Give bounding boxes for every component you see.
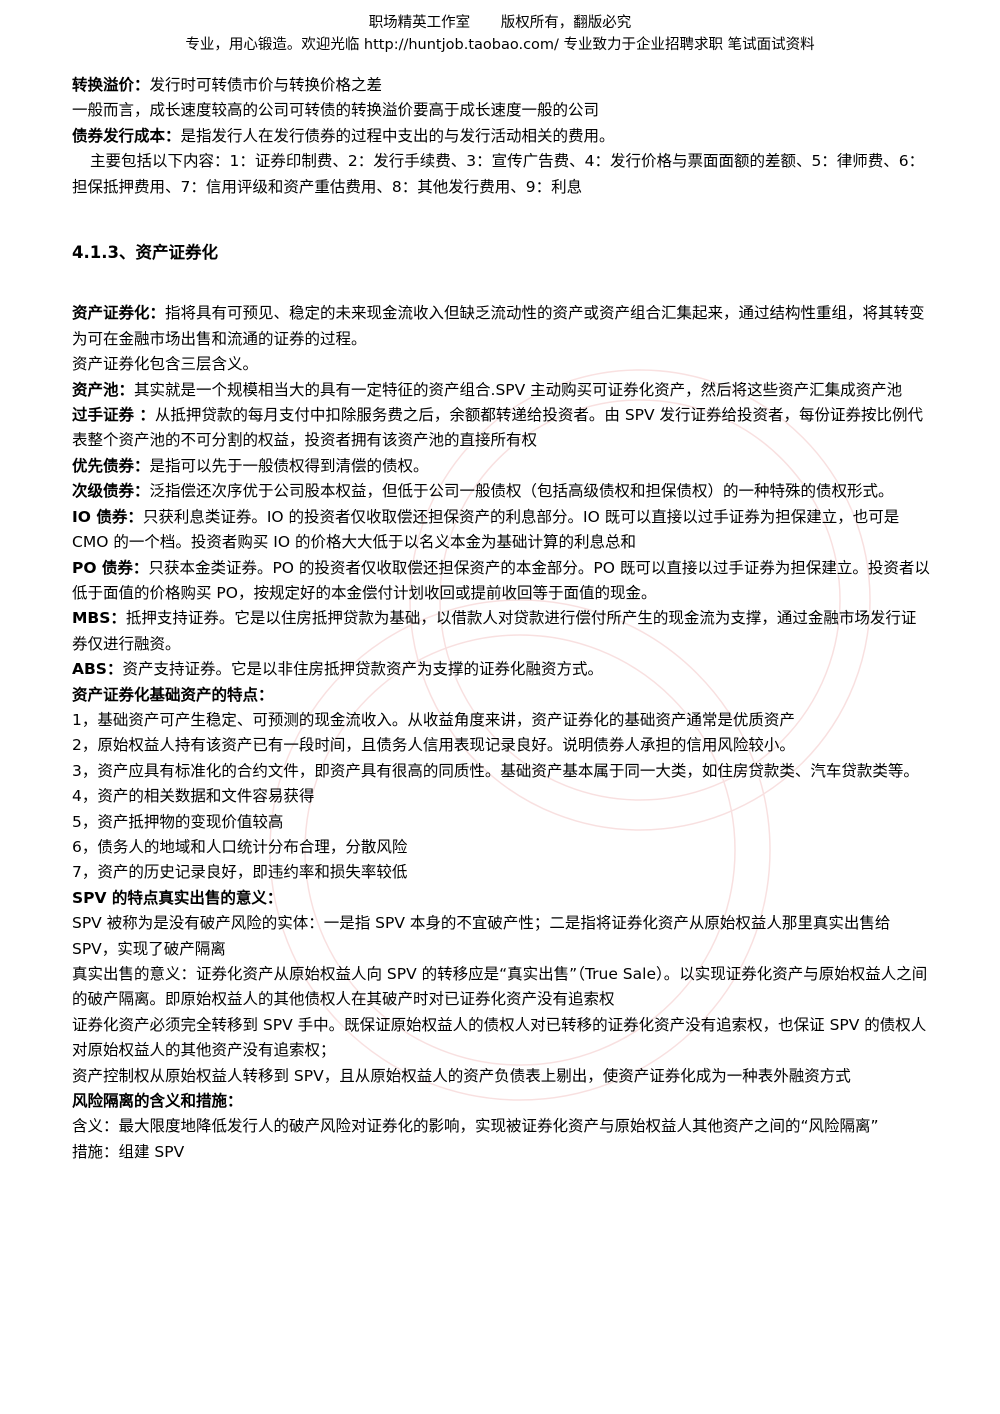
section-heading: 4.1.3、资产证券化 xyxy=(72,243,218,263)
paragraph-text: SPV 被称为是没有破产风险的实体：一是指 SPV 本身的不宜破产性；二是指将证… xyxy=(72,914,891,958)
term-label: PO 债券： xyxy=(72,558,149,577)
paragraph-text: 7，资产的历史记录良好，即违约率和损失率较低 xyxy=(72,863,408,882)
paragraph: IO 债券：只获利息类证券。IO 的投资者仅收取偿还担保资产的利息部分。IO 既… xyxy=(72,505,930,556)
term-label: 优先债券： xyxy=(72,456,150,475)
paragraph-text: 真实出售的意义：证券化资产从原始权益人向 SPV 的转移应是“真实出售”（Tru… xyxy=(72,965,928,1009)
paragraph: 资产证券化基础资产的特点： xyxy=(72,683,930,708)
paragraph-text: 是指发行人在发行债券的过程中支出的与发行活动相关的费用。 xyxy=(180,126,615,145)
paragraph-text: 6，债务人的地域和人口统计分布合理，分散风险 xyxy=(72,837,408,856)
paragraph-text: 资产控制权从原始权益人转移到 SPV，且从原始权益人的资产负债表上剔出，使资产证… xyxy=(72,1066,851,1085)
paragraph: 一般而言，成长速度较高的公司可转债的转换溢价要高于成长速度一般的公司 xyxy=(72,98,930,123)
term-label: 债券发行成本： xyxy=(72,126,181,145)
paragraph-text: 证券化资产必须完全转移到 SPV 手中。既保证原始权益人的债权人对已转移的证券化… xyxy=(72,1015,927,1060)
term-label: IO 债券： xyxy=(72,507,143,526)
paragraph: 资产证券化：指将具有可预见、稳定的未来现金流收入但缺乏流动性的资产或资产组合汇集… xyxy=(72,301,930,352)
term-label: 资产证券化基础资产的特点： xyxy=(72,685,274,704)
securitization-block: 资产证券化：指将具有可预见、稳定的未来现金流收入但缺乏流动性的资产或资产组合汇集… xyxy=(72,301,930,1165)
paragraph-text: 只获利息类证券。IO 的投资者仅收取偿还担保资产的利息部分。IO 既可以直接以过… xyxy=(72,507,900,552)
paragraph: 4，资产的相关数据和文件容易获得 xyxy=(72,784,930,809)
paragraph-text: 抵押支持证券。它是以住房抵押贷款为基础，以借款人对贷款进行偿付所产生的现金流为支… xyxy=(72,609,917,653)
header-line-1: 职场精英工作室 版权所有，翻版必究 xyxy=(0,12,1000,34)
paragraph: 风险隔离的含义和措施： xyxy=(72,1089,930,1114)
paragraph: 主要包括以下内容：1：证券印制费、2：发行手续费、3：宣传广告费、4：发行价格与… xyxy=(72,149,930,200)
paragraph-text: 是指可以先于一般债权得到清偿的债权。 xyxy=(149,456,429,475)
paragraph-text: 含义：最大限度地降低发行人的破产风险对证券化的影响，实现被证券化资产与原始权益人… xyxy=(72,1117,879,1136)
paragraph-text: 只获本金类证券。PO 的投资者仅收取偿还担保资产的本金部分。PO 既可以直接以过… xyxy=(72,558,930,602)
paragraph-text: 发行时可转债市价与转换价格之差 xyxy=(149,76,383,94)
paragraph: 债券发行成本：是指发行人在发行债券的过程中支出的与发行活动相关的费用。 xyxy=(72,124,930,149)
paragraph: 转换溢价：发行时可转债市价与转换价格之差 xyxy=(72,73,930,98)
paragraph-text: 其实就是一个规模相当大的具有一定特征的资产组合.SPV 主动购买可证券化资产，然… xyxy=(134,380,903,399)
paragraph: 真实出售的意义：证券化资产从原始权益人向 SPV 的转移应是“真实出售”（Tru… xyxy=(72,962,930,1013)
paragraph: 含义：最大限度地降低发行人的破产风险对证券化的影响，实现被证券化资产与原始权益人… xyxy=(72,1114,930,1139)
copyright-notice: 版权所有，翻版必究 xyxy=(500,15,632,31)
paragraph: 措施：组建 SPV xyxy=(72,1140,930,1165)
header-tagline: 专业，用心锻造。欢迎光临 http://huntjob.taobao.com/ … xyxy=(185,37,815,53)
paragraph: 1，基础资产可产生稳定、可预测的现金流收入。从收益角度来讲，资产证券化的基础资产… xyxy=(72,708,930,733)
term-label: 资产证券化： xyxy=(72,304,166,323)
paragraph: MBS：抵押支持证券。它是以住房抵押贷款为基础，以借款人对贷款进行偿付所产生的现… xyxy=(72,606,930,657)
term-label: SPV 的特点真实出售的意义： xyxy=(72,888,283,907)
paragraph-text: 泛指偿还次序优于公司股本权益，但低于公司一般债权（包括高级债权和担保债权）的一种… xyxy=(149,482,894,501)
paragraph: PO 债券：只获本金类证券。PO 的投资者仅收取偿还担保资产的本金部分。PO 既… xyxy=(72,556,930,607)
paragraph-text: 3，资产应具有标准化的合约文件，即资产具有很高的同质性。基础资产基本属于同一大类… xyxy=(72,761,919,780)
term-label: 过手证券 ： xyxy=(72,406,155,425)
paragraph: SPV 的特点真实出售的意义： xyxy=(72,886,930,911)
paragraph: SPV 被称为是没有破产风险的实体：一是指 SPV 本身的不宜破产性；二是指将证… xyxy=(72,911,930,962)
paragraph-text: 措施：组建 SPV xyxy=(72,1142,185,1161)
paragraph-text: 指将具有可预见、稳定的未来现金流收入但缺乏流动性的资产或资产组合汇集起来，通过结… xyxy=(72,304,925,348)
paragraph: 证券化资产必须完全转移到 SPV 手中。既保证原始权益人的债权人对已转移的证券化… xyxy=(72,1013,930,1064)
paragraph-text: 资产证券化包含三层含义。 xyxy=(72,355,259,374)
paragraph: 过手证券 ：从抵押贷款的每月支付中扣除服务费之后，余额都转递给投资者。由 SPV… xyxy=(72,403,930,454)
intro-block: 转换溢价：发行时可转债市价与转换价格之差一般而言，成长速度较高的公司可转债的转换… xyxy=(72,73,930,200)
paragraph-text: 1，基础资产可产生稳定、可预测的现金流收入。从收益角度来讲，资产证券化的基础资产… xyxy=(72,710,795,729)
paragraph: 5，资产抵押物的变现价值较高 xyxy=(72,810,930,835)
paragraph-text: 4，资产的相关数据和文件容易获得 xyxy=(72,787,315,806)
paragraph: 次级债券：泛指偿还次序优于公司股本权益，但低于公司一般债权（包括高级债权和担保债… xyxy=(72,479,930,504)
paragraph-text: 2，原始权益人持有该资产已有一段时间，且债务人信用表现记录良好。说明债券人承担的… xyxy=(72,736,795,755)
paragraph: 2，原始权益人持有该资产已有一段时间，且债务人信用表现记录良好。说明债券人承担的… xyxy=(72,733,930,758)
document-body: 转换溢价：发行时可转债市价与转换价格之差一般而言，成长速度较高的公司可转债的转换… xyxy=(72,73,930,1165)
paragraph: ABS：资产支持证券。它是以非住房抵押贷款资产为支撑的证券化融资方式。 xyxy=(72,657,930,682)
paragraph-text: 主要包括以下内容：1：证券印制费、2：发行手续费、3：宣传广告费、4：发行价格与… xyxy=(72,152,925,196)
paragraph: 资产证券化包含三层含义。 xyxy=(72,352,930,377)
paragraph: 资产控制权从原始权益人转移到 SPV，且从原始权益人的资产负债表上剔出，使资产证… xyxy=(72,1064,930,1089)
paragraph-text: 资产支持证券。它是以非住房抵押贷款资产为支撑的证券化融资方式。 xyxy=(122,660,603,679)
paragraph: 优先债券：是指可以先于一般债权得到清偿的债权。 xyxy=(72,454,930,479)
term-label: 风险隔离的含义和措施： xyxy=(72,1092,243,1111)
paragraph: 7，资产的历史记录良好，即违约率和损失率较低 xyxy=(72,860,930,885)
paragraph: 资产池：其实就是一个规模相当大的具有一定特征的资产组合.SPV 主动购买可证券化… xyxy=(72,378,930,403)
term-label: 次级债券： xyxy=(72,482,150,501)
studio-name: 职场精英工作室 xyxy=(368,15,471,31)
term-label: 资产池： xyxy=(72,380,135,399)
paragraph-text: 5，资产抵押物的变现价值较高 xyxy=(72,812,284,831)
term-label: ABS： xyxy=(72,660,123,679)
paragraph-text: 从抵押贷款的每月支付中扣除服务费之后，余额都转递给投资者。由 SPV 发行证券给… xyxy=(72,406,924,450)
paragraph-text: 一般而言，成长速度较高的公司可转债的转换溢价要高于成长速度一般的公司 xyxy=(72,101,600,120)
page-header: 职场精英工作室 版权所有，翻版必究 专业，用心锻造。欢迎光临 http://hu… xyxy=(0,12,1000,56)
paragraph: 6，债务人的地域和人口统计分布合理，分散风险 xyxy=(72,835,930,860)
term-label: MBS： xyxy=(72,609,126,628)
term-label: 转换溢价： xyxy=(72,76,150,94)
paragraph: 3，资产应具有标准化的合约文件，即资产具有很高的同质性。基础资产基本属于同一大类… xyxy=(72,759,930,784)
